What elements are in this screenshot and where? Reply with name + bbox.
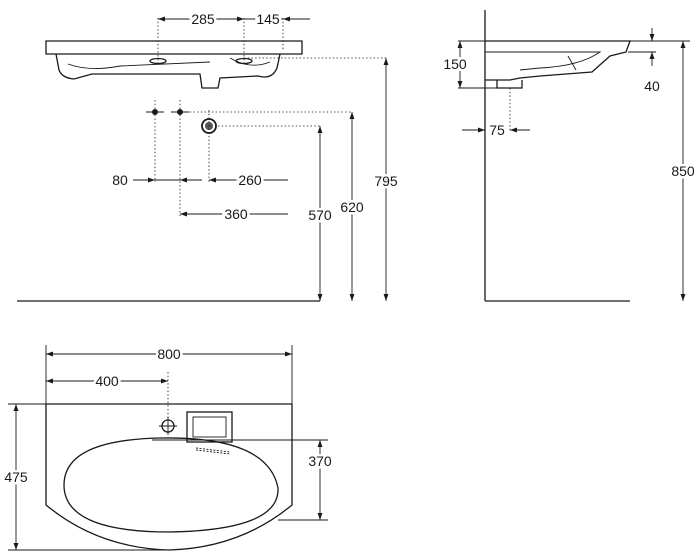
- dim-800-label: 800: [157, 346, 181, 362]
- dim-80-label: 80: [112, 172, 128, 188]
- dim-795-label: 795: [374, 173, 398, 189]
- dim-400-label: 400: [95, 373, 119, 389]
- dim-40-label: 40: [644, 78, 660, 94]
- dim-620-label: 620: [340, 199, 364, 215]
- dim-570-label: 570: [308, 207, 332, 223]
- dim-370-label: 370: [308, 453, 332, 469]
- dim-75-label: 75: [489, 122, 505, 138]
- soap-plate: [186, 411, 233, 443]
- dim-145-label: 145: [256, 11, 280, 27]
- front-view: 285 145 80 260 360 570 620 795: [17, 9, 400, 302]
- dim-150-label: 150: [443, 56, 467, 72]
- side-view: 150 40 75 850: [441, 10, 697, 302]
- dim-475-label: 475: [4, 469, 28, 485]
- dim-285-label: 285: [191, 11, 215, 27]
- dim-260-label: 260: [238, 172, 262, 188]
- dim-850-label: 850: [671, 163, 695, 179]
- top-view: 800 400 475 370: [2, 344, 334, 551]
- dim-360-label: 360: [224, 206, 248, 222]
